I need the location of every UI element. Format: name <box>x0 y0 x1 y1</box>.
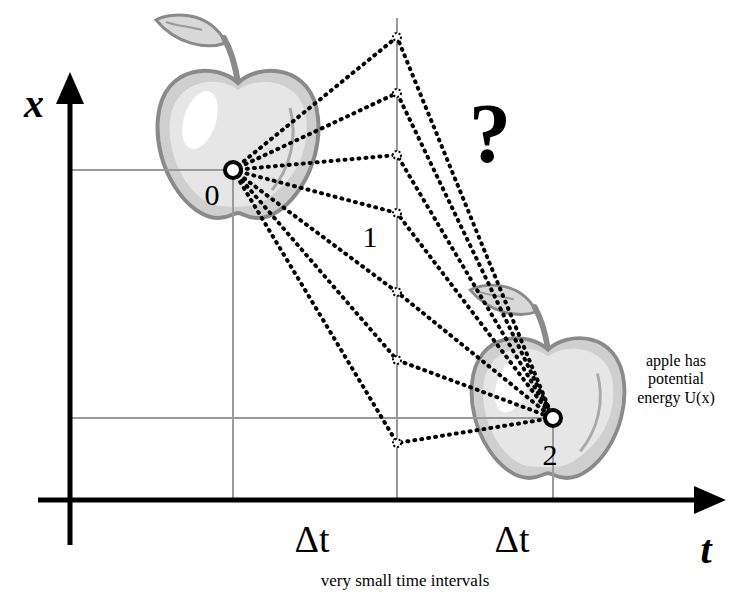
interval-label: Δt <box>495 520 530 558</box>
point-number: 2 <box>543 440 558 470</box>
question-mark: ? <box>469 92 511 176</box>
axis-label: t <box>700 530 711 570</box>
note: apple has potential energy U(x) <box>626 352 726 407</box>
caption-note: very small time intervals <box>321 572 490 589</box>
axis-label: x <box>24 84 44 124</box>
interval-label: Δt <box>295 520 330 558</box>
point-number: 1 <box>363 222 378 252</box>
point-number: 0 <box>205 180 220 210</box>
